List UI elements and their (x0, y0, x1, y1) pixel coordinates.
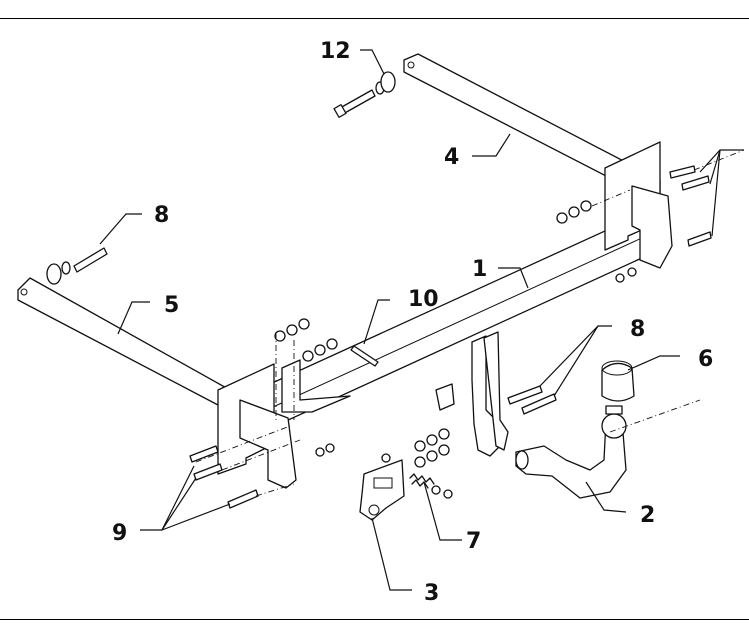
callout-3: 3 (424, 581, 439, 606)
callout-7: 7 (466, 529, 481, 554)
mounting-plate-right (604, 141, 673, 269)
callout-2: 2 (640, 503, 655, 528)
callout-8-left: 8 (154, 203, 169, 228)
spring (409, 473, 435, 489)
tow-ball-arm (515, 405, 627, 499)
mounting-plate-left (217, 359, 351, 489)
bottom-border-line (0, 619, 749, 620)
ball-cover-cap (601, 360, 635, 402)
callout-4: 4 (444, 145, 459, 170)
callout-12: 12 (320, 39, 351, 64)
callout-leader-lines (99, 49, 744, 591)
electrical-socket-plate (359, 459, 405, 521)
callout-1: 1 (472, 257, 487, 282)
fasteners (46, 71, 712, 509)
top-border-line (0, 18, 749, 19)
side-arm-left (17, 277, 231, 406)
callout-9: 9 (112, 521, 127, 546)
callout-labels: 12 4 1 8 5 10 6 8 2 7 3 9 (112, 39, 713, 606)
callout-6: 6 (698, 347, 713, 372)
callout-8-right: 8 (630, 317, 645, 342)
callout-10: 10 (408, 287, 439, 312)
center-socket-bracket (435, 331, 509, 457)
callout-5: 5 (164, 293, 179, 318)
